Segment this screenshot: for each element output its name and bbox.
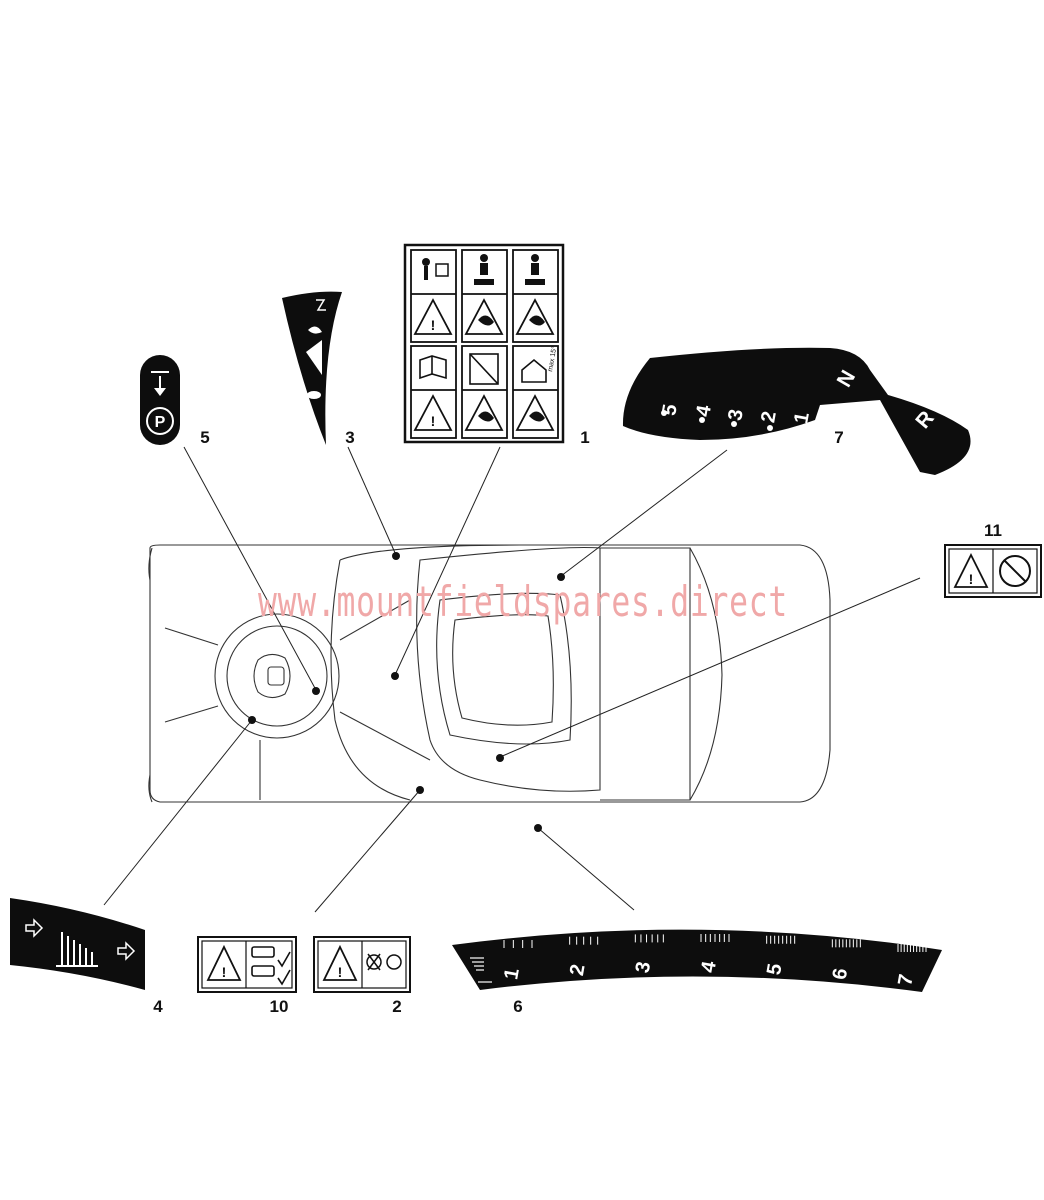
parking-p-icon: P bbox=[155, 414, 166, 431]
prohibition-icon bbox=[999, 555, 1031, 587]
svg-text:!: ! bbox=[431, 317, 436, 333]
height-tick-group bbox=[503, 940, 533, 948]
height-tick-group bbox=[634, 934, 664, 943]
callout-5: 5 bbox=[200, 428, 209, 447]
callout-10: 10 bbox=[270, 997, 289, 1016]
gear-3: 3 bbox=[724, 408, 748, 423]
height-tick-group bbox=[897, 944, 927, 952]
height-number-1: 1 bbox=[500, 967, 524, 982]
svg-text:!: ! bbox=[338, 964, 343, 980]
decal-warning-2: ! bbox=[313, 936, 411, 993]
callout-3: 3 bbox=[345, 428, 354, 447]
callout-7: 7 bbox=[834, 428, 843, 447]
decal-cutting-height: 1 2 3 4 5 6 7 bbox=[452, 929, 942, 992]
decal-throttle bbox=[282, 291, 342, 445]
arrow-right-icon bbox=[117, 941, 136, 961]
tractor-outline bbox=[148, 544, 831, 803]
decal-parking-brake: P bbox=[140, 355, 180, 445]
height-tick-group bbox=[766, 935, 796, 944]
callout-4: 4 bbox=[153, 997, 163, 1016]
decal-warning-10: ! bbox=[197, 936, 297, 993]
gear-1: 1 bbox=[790, 411, 814, 426]
gear-2: 2 bbox=[757, 410, 781, 425]
choke-icon bbox=[316, 299, 326, 311]
tortoise-icon bbox=[307, 391, 321, 399]
callout-2: 2 bbox=[392, 997, 401, 1016]
height-number-2: 2 bbox=[566, 963, 590, 978]
svg-text:!: ! bbox=[222, 964, 227, 980]
gear-4: 4 bbox=[692, 403, 716, 419]
svg-text:!: ! bbox=[431, 413, 436, 429]
decal-gear-selector: 5 4 3 2 1 N R bbox=[622, 347, 971, 475]
height-numbers: 1 2 3 4 5 6 7 bbox=[500, 959, 918, 988]
callout-1: 1 bbox=[580, 428, 589, 447]
height-number-4: 4 bbox=[697, 959, 721, 975]
height-number-7: 7 bbox=[894, 973, 918, 988]
svg-text:!: ! bbox=[969, 571, 974, 587]
watermark: www.mountfieldspares.direct bbox=[258, 577, 788, 626]
leader-lines bbox=[103, 446, 921, 913]
arrow-left-icon bbox=[25, 918, 44, 938]
decal-warning-11: ! bbox=[944, 544, 1042, 598]
height-number-6: 6 bbox=[829, 967, 853, 982]
height-number-3: 3 bbox=[632, 960, 656, 975]
height-tick-group bbox=[569, 936, 599, 945]
height-ticks bbox=[503, 934, 927, 952]
height-tick-group bbox=[831, 939, 861, 948]
decal-warning-grid: ! ! max 15° bbox=[403, 243, 565, 444]
callout-6: 6 bbox=[513, 997, 522, 1016]
callout-11: 11 bbox=[984, 521, 1002, 540]
decal-lift-lever bbox=[10, 898, 145, 990]
hare-icon bbox=[308, 326, 322, 334]
attachment-dots bbox=[248, 552, 565, 832]
height-tick-group bbox=[700, 934, 730, 942]
gear-5: 5 bbox=[658, 403, 682, 418]
height-number-5: 5 bbox=[763, 962, 787, 977]
